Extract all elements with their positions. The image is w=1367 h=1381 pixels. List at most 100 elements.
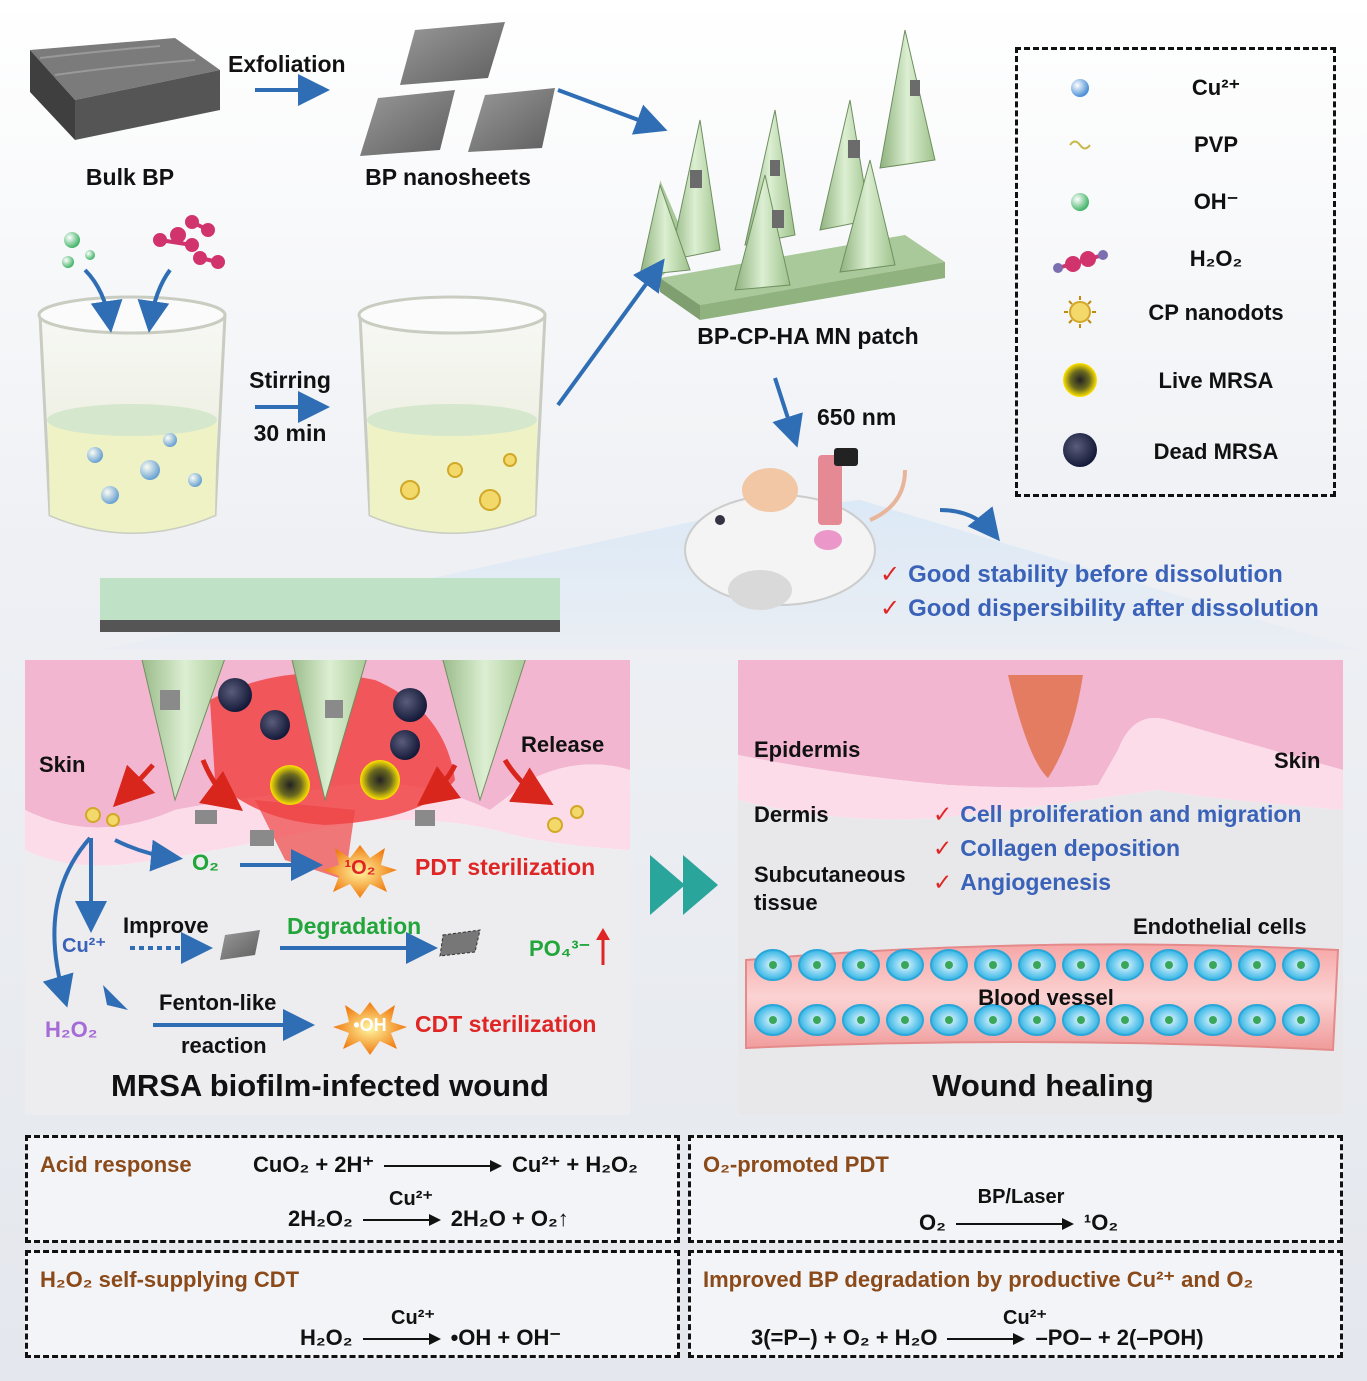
patch-to-mouse-arrow <box>772 377 803 448</box>
cell-nucleus <box>1165 961 1173 969</box>
stability-1: ✓Good stability before dissolution <box>880 560 1283 589</box>
deg-left: 3(=P–) + O₂ + H₂O <box>751 1325 938 1350</box>
degradation-label: Degradation <box>287 913 422 939</box>
beaker-right <box>357 295 547 534</box>
improve-label: Improve <box>123 913 209 938</box>
cell-nucleus <box>813 1016 821 1024</box>
o2-label: O₂ <box>192 850 219 875</box>
cell-nucleus <box>857 961 865 969</box>
cdt-label: CDT sterilization <box>415 1011 597 1037</box>
cell-nucleus <box>1121 961 1129 969</box>
reagent-arrow-2 <box>137 268 172 333</box>
cell-nucleus <box>901 961 909 969</box>
reaction-arrow <box>362 1213 441 1227</box>
check-icon: ✓ <box>933 869 953 895</box>
epidermis-label: Epidermis <box>754 737 861 762</box>
stability-2: ✓ Good dispersibility after dissolution <box>880 594 1319 623</box>
effect-1: ✓Cell proliferation and migration <box>933 801 1301 828</box>
cell-nucleus <box>1253 1016 1261 1024</box>
reaction-arrow <box>955 1217 1074 1231</box>
left-panel-title: MRSA biofilm-infected wound <box>111 1068 549 1103</box>
acid-response-title: Acid response <box>40 1152 192 1177</box>
legend-label-0: Cu²⁺ <box>1191 75 1241 100</box>
degradation-catalyst: Cu²⁺ <box>1003 1307 1047 1329</box>
endothelial-label: Endothelial cells <box>1133 914 1307 939</box>
fenton-label-1: Fenton-like <box>159 990 277 1015</box>
h2o2-molecules <box>153 215 225 269</box>
cdt-box: H₂O₂ self-supplying CDT Cu²⁺ H₂O₂•OH + O… <box>25 1250 680 1358</box>
cell-nucleus <box>1297 1016 1305 1024</box>
cell-nucleus <box>857 1016 865 1024</box>
dead-mrsa-icon <box>1063 433 1097 467</box>
sheets-to-patch-arrow <box>557 88 668 135</box>
cdt-right: •OH + OH⁻ <box>450 1325 561 1350</box>
reagent-arrow-1 <box>83 268 123 333</box>
cell-nucleus <box>769 1016 777 1024</box>
beaker-left <box>37 295 227 534</box>
solution-to-patch-arrow <box>556 258 665 407</box>
oh-radical-label: •OH <box>353 1015 387 1035</box>
reaction-arrow <box>384 1159 503 1173</box>
cdt-catalyst: Cu²⁺ <box>391 1307 435 1329</box>
acid-equation-1: CuO₂ + 2H⁺ Cu²⁺ + H₂O₂ <box>253 1152 638 1178</box>
h2o2-label: H₂O₂ <box>45 1017 98 1042</box>
legend-label-5: Live MRSA <box>1158 368 1274 393</box>
cell-nucleus <box>1297 961 1305 969</box>
patch-base <box>100 620 560 632</box>
skin-label-right: Skin <box>1274 748 1321 773</box>
degradation-box: Improved BP degradation by productive Cu… <box>688 1250 1343 1358</box>
acid-response-box: Acid response CuO₂ + 2H⁺ Cu²⁺ + H₂O₂ Cu²⁺… <box>25 1135 680 1243</box>
cell-nucleus <box>1077 1016 1085 1024</box>
reaction-arrow <box>362 1332 441 1346</box>
squiggle-icon <box>1069 140 1091 150</box>
cell-nucleus <box>1121 1016 1129 1024</box>
h2o2-molecule-icon <box>1053 250 1108 273</box>
degradation-title: Improved BP degradation by productive Cu… <box>703 1267 1254 1292</box>
legend-label-6: Dead MRSA <box>1153 439 1279 464</box>
pdt-left: O₂ <box>919 1210 946 1235</box>
release-label: Release <box>521 732 605 757</box>
subcutaneous-label-2: tissue <box>754 890 818 915</box>
bp-nanosheets-label: BP nanosheets <box>365 164 531 190</box>
cell-nucleus <box>901 1016 909 1024</box>
pdt-title: O₂-promoted PDT <box>703 1152 889 1177</box>
effect-2-text: Collagen deposition <box>960 835 1181 861</box>
legend-label-2: OH⁻ <box>1193 189 1239 214</box>
check-icon: ✓ <box>880 561 901 588</box>
mouse-result-arrow <box>939 506 1001 542</box>
patch-label: BP-CP-HA MN patch <box>697 323 919 349</box>
cell-nucleus <box>1253 961 1261 969</box>
cell-nucleus <box>989 961 997 969</box>
acid-eq2-left: 2H₂O₂ <box>288 1206 353 1231</box>
effect-3: ✓Angiogenesis <box>933 869 1111 896</box>
degradation-equation: 3(=P–) + O₂ + H₂O–PO– + 2(–POH) <box>751 1325 1204 1351</box>
bp-nanosheets-icon <box>360 22 555 156</box>
subcutaneous-label-1: Subcutaneous <box>754 862 906 887</box>
left-panel: Skin Release O₂ ¹O₂ PDT sterilization Cu… <box>25 660 630 1115</box>
fast-forward-icon <box>650 855 718 915</box>
right-panel-graphics <box>738 660 1343 1115</box>
cdt-title: H₂O₂ self-supplying CDT <box>40 1267 300 1292</box>
acid-eq2-catalyst: Cu²⁺ <box>389 1188 433 1210</box>
skin-label: Skin <box>39 752 86 777</box>
legend: Cu²⁺ PVP OH⁻ H₂O₂ CP nanodots Live MRSA … <box>1015 47 1336 497</box>
fenton-label-2: reaction <box>181 1033 267 1058</box>
acid-eq2-right: 2H₂O + O₂↑ <box>450 1206 569 1231</box>
singlet-oxygen-star <box>323 845 397 898</box>
cell-nucleus <box>1077 961 1085 969</box>
acid-eq1-right: Cu²⁺ + H₂O₂ <box>512 1152 638 1177</box>
acid-eq1-left: CuO₂ + 2H⁺ <box>253 1152 375 1177</box>
cu-label: Cu²⁺ <box>62 935 106 957</box>
legend-label-3: H₂O₂ <box>1189 246 1243 271</box>
check-icon: ✓ <box>880 595 901 622</box>
reaction-arrow <box>947 1332 1026 1346</box>
endothelial-cells <box>754 949 1320 1036</box>
green-sphere-icon <box>1071 193 1089 211</box>
left-panel-graphics <box>25 660 630 1115</box>
effect-1-text: Cell proliferation and migration <box>960 801 1302 827</box>
stability-2-text: Good dispersibility after dissolution <box>908 595 1319 622</box>
bulk-bp-label: Bulk BP <box>85 164 175 190</box>
reagent-spheres <box>62 232 95 268</box>
